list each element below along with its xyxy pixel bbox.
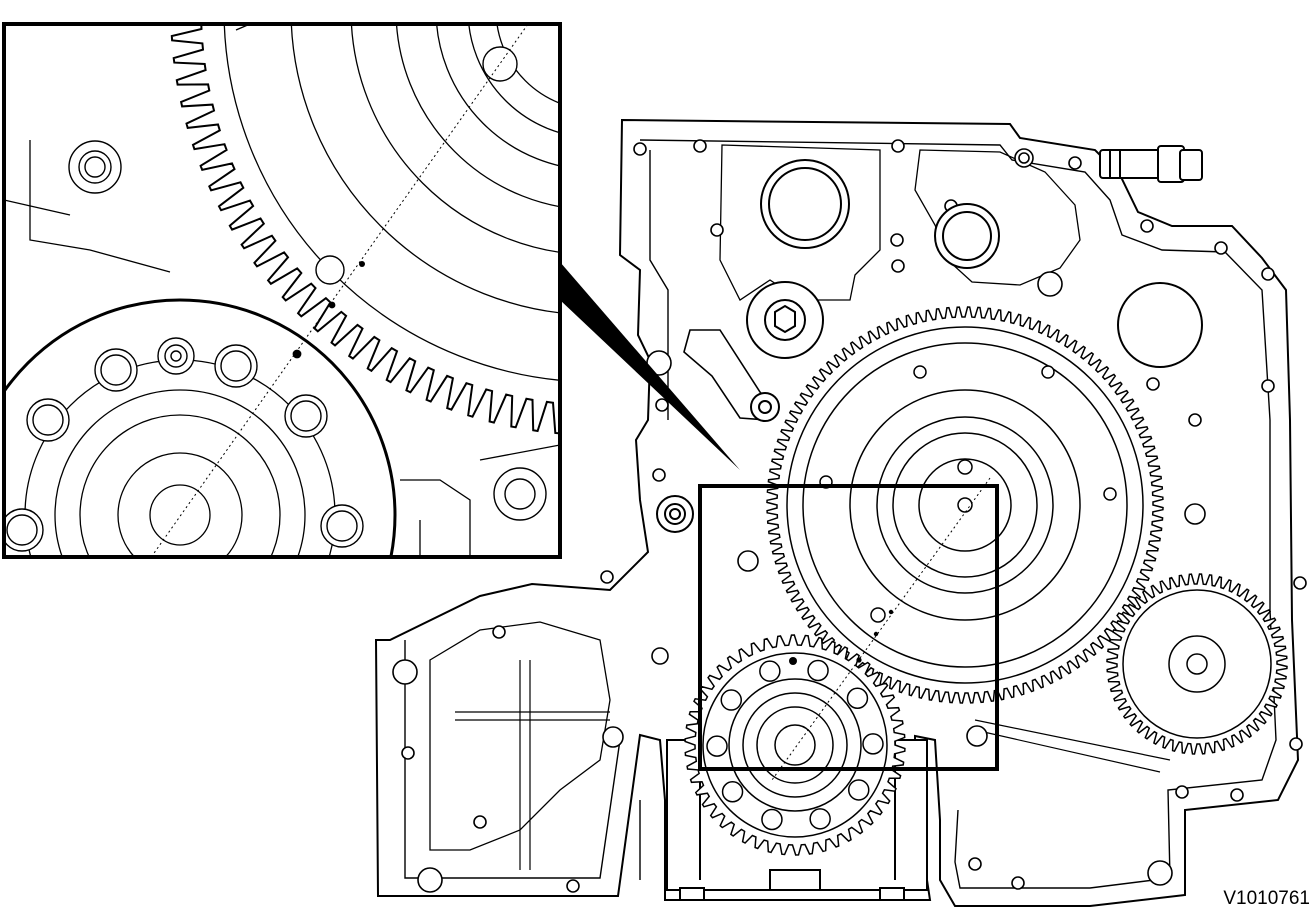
housing-bolt [1140,219,1154,233]
inset-timing-alignment [150,24,529,557]
housing-bolt [1068,156,1082,170]
housing-bolt [1011,876,1025,890]
housing-bolt [417,867,443,893]
housing-bolt [891,259,905,273]
upper-bores [656,159,1203,533]
timing-mark-dot [856,657,862,663]
timing-mark-dot [888,609,894,615]
crankshaft-gear [684,634,906,856]
bolt-hole [809,808,831,830]
inset-crankshaft-gear-holes [4,337,364,552]
housing-bolt [693,139,707,153]
pipe-fitting [1099,145,1203,183]
housing-bolt [1018,152,1030,164]
housing-bolt [890,233,904,247]
housing-bolt [651,647,669,665]
housing-bolt [473,815,487,829]
bolt-hole [706,735,728,757]
housing-bolts [392,139,1307,893]
idler-gear-large [766,306,1164,704]
housing-bolt [968,857,982,871]
bolt-hole [1103,487,1117,501]
housing-bolt [1261,267,1275,281]
inset-idler-gear-holes [68,46,547,521]
timing-mark-dot [873,631,879,637]
housing-bolt [652,468,666,482]
bolt-hole [846,687,869,710]
crankshaft-timing-mark [789,657,797,665]
bolt-hole [721,780,744,803]
inset-timing-mark-dot [292,349,302,359]
figure-reference-code: V1010761 [1223,888,1310,909]
inset-housing-lines [4,24,560,557]
bolt-hole [913,365,927,379]
housing-bolt [600,570,614,584]
hex-plug [774,304,796,334]
housing-bolt [1184,503,1206,525]
housing-bolt [566,879,580,893]
inset-timing-mark-dot [359,261,365,267]
bolt-hole [847,779,870,801]
bolt-hole [870,607,886,623]
housing-bolt [1214,241,1228,255]
housing-bolt [602,726,624,748]
zoom-frame [698,484,999,771]
inset-timing-mark-dot [328,301,336,309]
housing-bolt [710,223,724,237]
housing-bolt [1147,860,1173,886]
housing-bolt [401,746,415,760]
callout-pointer [560,262,740,470]
bolt-hole [862,733,884,755]
crankshaft-gear-bolt-holes [706,659,884,831]
bolt-hole [1041,365,1055,379]
housing-rib-left [429,621,611,851]
housing-bolt [492,625,506,639]
housing-lower-rib [455,660,1171,870]
housing-bolt [1289,737,1303,751]
bolt-hole [807,659,829,682]
bolt-hole [957,459,973,475]
bolt-hole [957,497,973,513]
housing-bolt [1188,413,1202,427]
idler-gear-small [1106,573,1288,755]
housing-bolt [1146,377,1160,391]
crankshaft-gear-teeth [684,634,906,856]
housing-bolt [1230,788,1244,802]
housing-bolt [655,398,669,412]
housing-inner-wall [404,139,1277,889]
housing-bolt [1261,379,1275,393]
inset-frame [2,22,562,559]
detail-inset [2,22,562,559]
idler-gear-small-teeth [1106,573,1288,755]
housing-bolt [1293,576,1307,590]
housing-bolt [891,139,905,153]
bolt-hole [759,660,781,682]
housing-bolt [392,659,418,685]
housing-bolt [633,142,647,156]
housing-bolt [966,725,988,747]
housing-rib-top [719,144,881,301]
housing-bolt [1037,271,1063,297]
bolt-hole [720,689,743,711]
timing-alignment [771,477,991,781]
housing-bolt [737,550,759,572]
housing-bolt [1175,785,1189,799]
bolt-hole [761,808,783,831]
